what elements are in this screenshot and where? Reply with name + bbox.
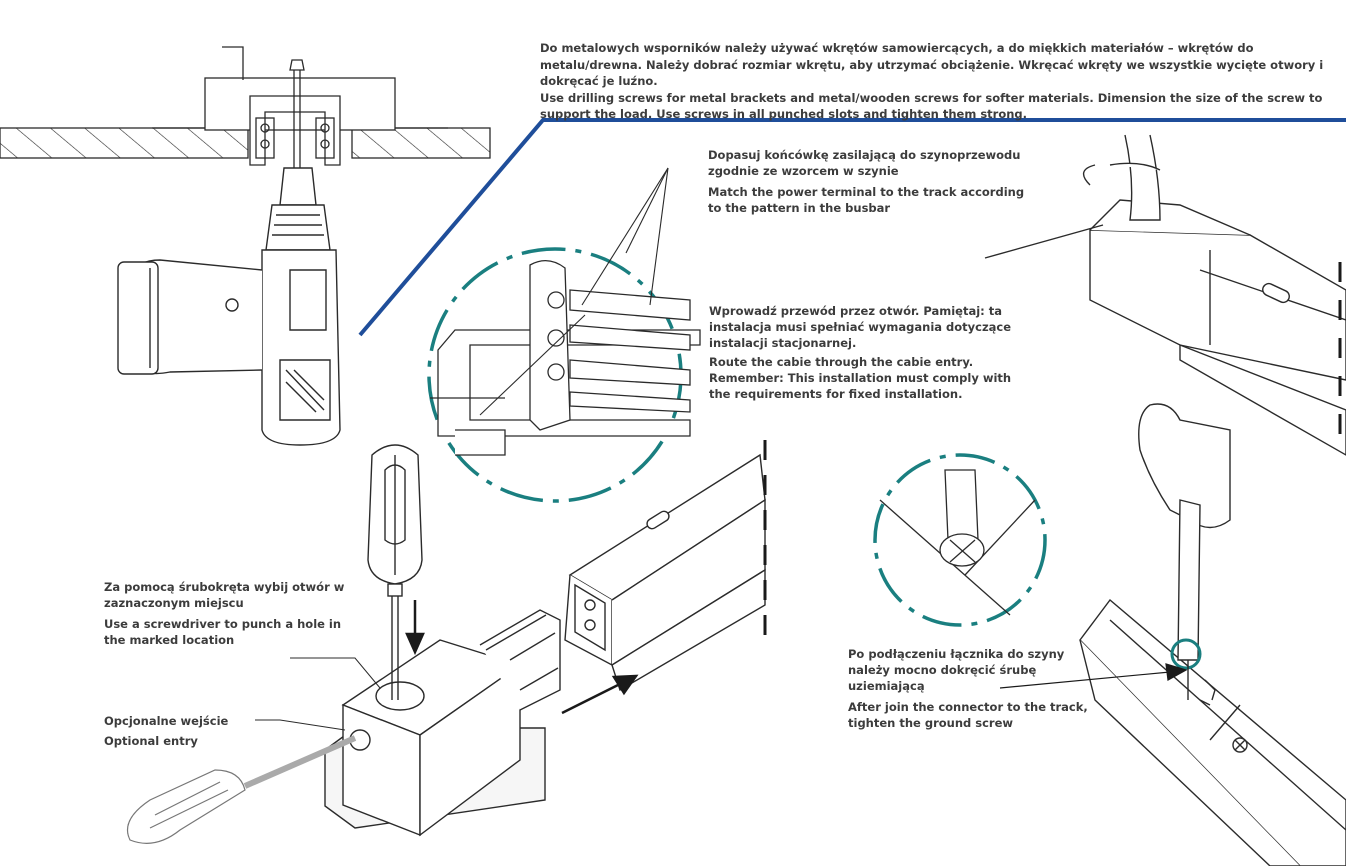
detail-circle-terminal: [427, 167, 701, 503]
drill-icon: [117, 167, 341, 446]
punch-hole-note-pl: Za pomocą śrubokręta wybij otwór w zazna…: [104, 580, 345, 610]
optional-entry-note: Opcjonalne wejście Optional entry: [104, 713, 304, 753]
ceiling-section: [0, 46, 491, 170]
ground-screw-note-en: After join the connector to the track, t…: [848, 700, 1088, 730]
track-section-center: [564, 453, 766, 692]
screwdriver-icon: [367, 444, 423, 700]
mounting-screws-note-pl: Do metalowych wsporników należy używać w…: [540, 41, 1324, 88]
screwdriver-diagonal-icon: [126, 735, 357, 844]
ground-screw-note: Po podłączeniu łącznika do szyny należy …: [848, 646, 1108, 736]
ground-symbol-icon: [1199, 679, 1216, 706]
leader-lines: [255, 657, 381, 731]
mounting-screws-note: Do metalowych wsporników należy używać w…: [540, 40, 1340, 123]
detail-circle-ground: [873, 453, 1047, 627]
cable-entry-note-pl: Wprowadź przewód przez otwór. Pamiętaj: …: [709, 304, 1012, 350]
hand-icon: [1138, 403, 1231, 700]
punch-hole-note: Za pomocą śrubokręta wybij otwór w zazna…: [104, 579, 354, 653]
power-terminal-note-en: Match the power terminal to the track ac…: [708, 185, 1025, 215]
optional-entry-note-en: Optional entry: [104, 734, 198, 748]
power-terminal-note: Dopasuj końcówkę zasilającą do szynoprze…: [708, 147, 1038, 221]
track-ground-screw: [1079, 598, 1346, 866]
optional-entry-note-pl: Opcjonalne wejście: [104, 714, 229, 728]
section-divider: [358, 118, 1346, 337]
track-end-top: [984, 134, 1346, 456]
punch-hole-note-en: Use a screwdriver to punch a hole in the…: [104, 617, 342, 647]
feed-in-connector: [324, 609, 561, 837]
insert-arrow: [561, 674, 639, 715]
ground-screw-note-pl: Po podłączeniu łącznika do szyny należy …: [848, 647, 1065, 693]
cable-entry-note-en: Route the cabie through the cabie entry.…: [709, 355, 1012, 401]
ground-pointer: [999, 663, 1188, 689]
down-arrow: [405, 600, 425, 656]
mounting-screws-note-en: Use drilling screws for metal brackets a…: [540, 90, 1323, 122]
cable-entry-note: Wprowadź przewód przez otwór. Pamiętaj: …: [709, 303, 1029, 405]
power-terminal-note-pl: Dopasuj końcówkę zasilającą do szynoprze…: [708, 148, 1021, 178]
